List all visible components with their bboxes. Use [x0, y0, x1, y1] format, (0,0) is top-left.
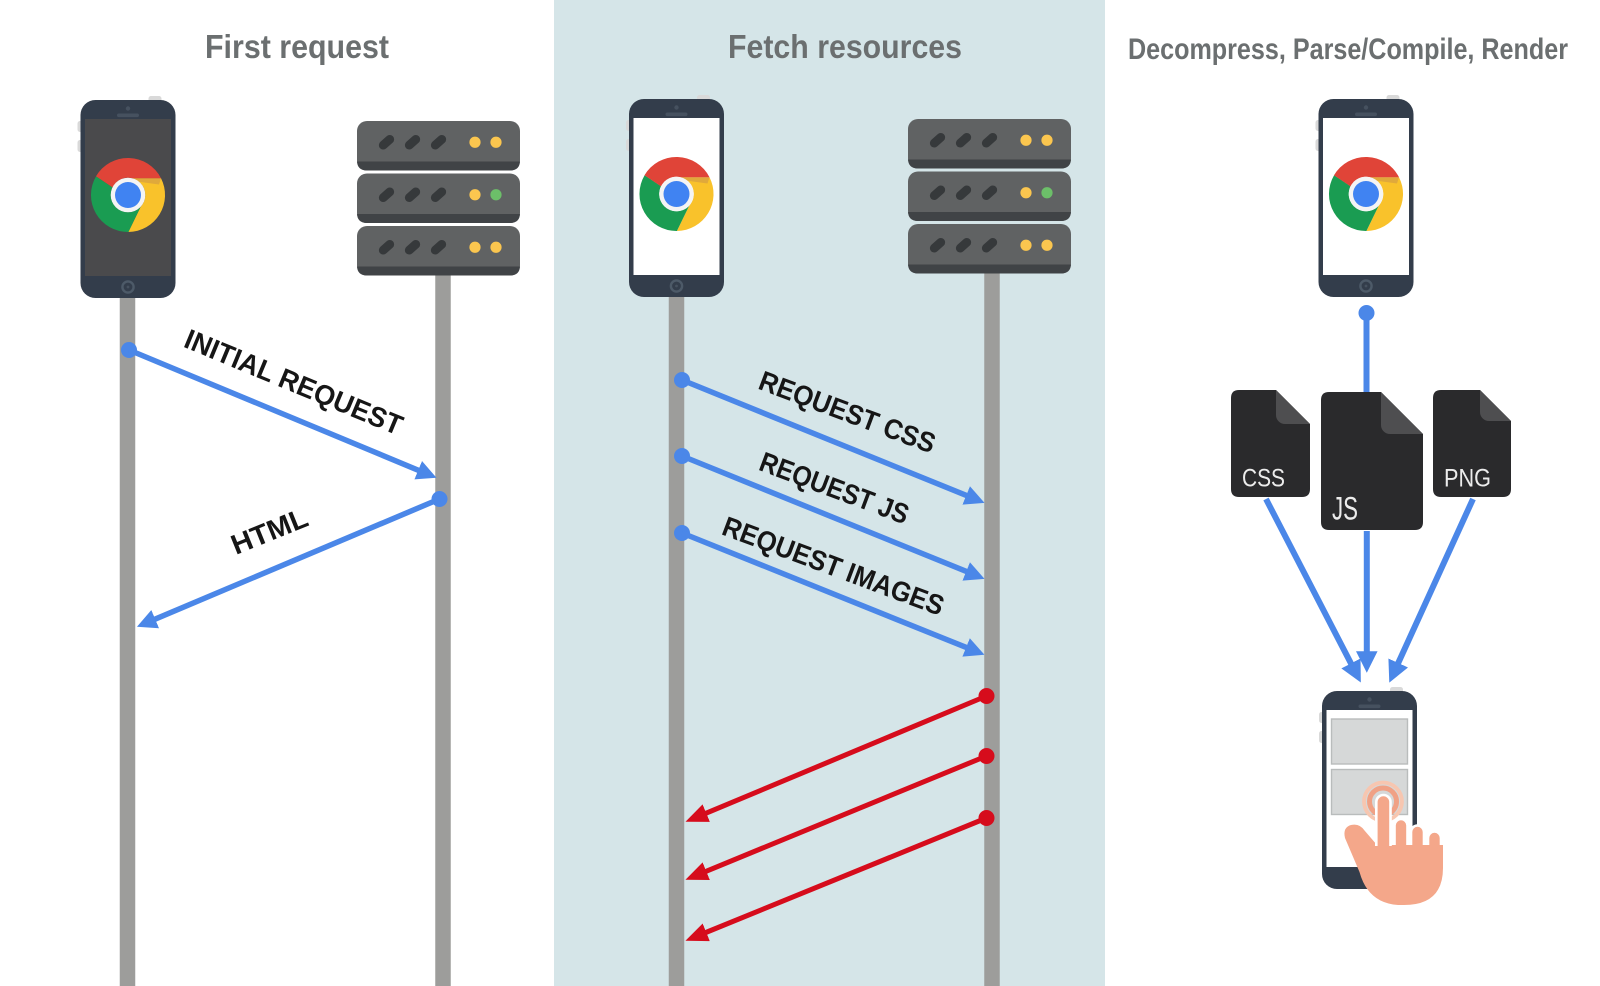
svg-text:Fetch resources: Fetch resources: [728, 28, 962, 65]
svg-text:JS: JS: [1332, 491, 1358, 527]
svg-text:First request: First request: [205, 28, 389, 65]
svg-text:Decompress, Parse/Compile, Ren: Decompress, Parse/Compile, Render: [1128, 33, 1568, 66]
svg-text:CSS: CSS: [1242, 465, 1285, 493]
svg-text:PNG: PNG: [1444, 465, 1491, 493]
